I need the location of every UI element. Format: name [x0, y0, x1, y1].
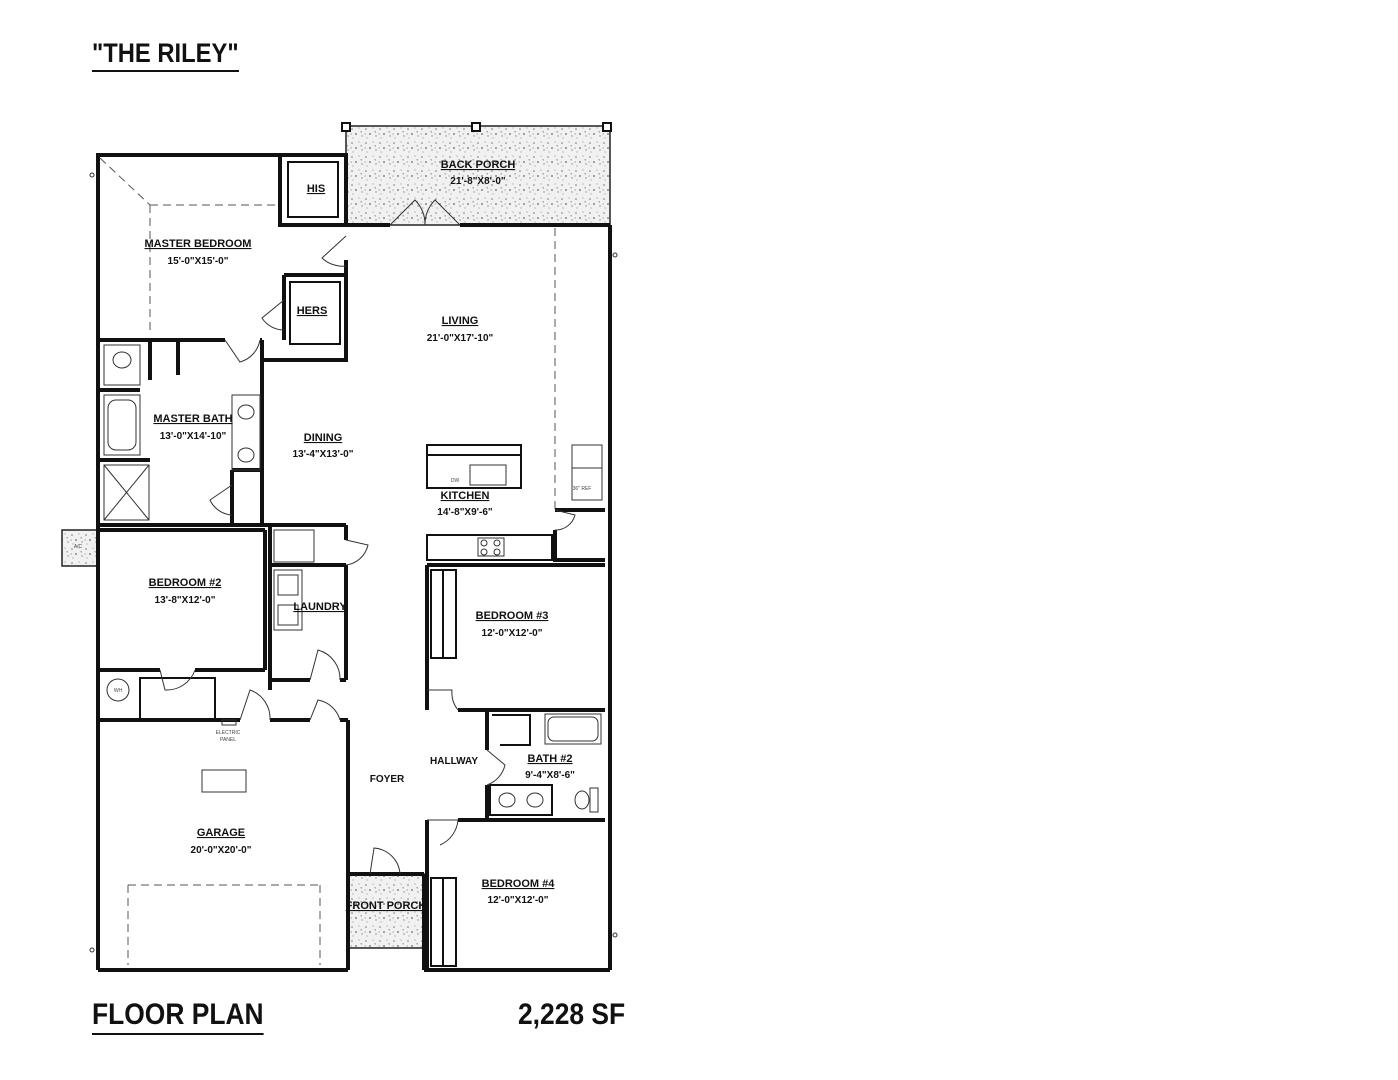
dining-dims: 13'-4"X13'-0" [293, 449, 354, 460]
laundry-label: LAUNDRY [293, 601, 347, 613]
his-closet-walls [278, 155, 346, 227]
bedroom3-walls [425, 563, 605, 712]
master-bath-dims: 13'-0"X14'-10" [160, 431, 227, 442]
exterior-markers [89, 172, 618, 953]
back-porch-label: BACK PORCH [441, 159, 516, 171]
garage-walls [98, 677, 350, 874]
kitchen-dims: 14'-8"X9'-6" [437, 507, 493, 518]
master-bedroom-label: MASTER BEDROOM [145, 238, 252, 250]
bedroom2-laundry-walls [98, 528, 346, 690]
bedroom2-label: BEDROOM #2 [149, 577, 222, 589]
plan-title: "THE RILEY" [92, 38, 239, 72]
ceiling-lines [99, 157, 556, 965]
bath2-label: BATH #2 [527, 753, 572, 765]
bedroom3-dims: 12'-0"X12'-0" [482, 628, 543, 639]
porch-posts [341, 122, 612, 132]
hers-closet-label: HERS [297, 305, 328, 317]
kitchen-label: KITCHEN [441, 490, 490, 502]
master-bath-fixtures [103, 344, 261, 521]
water-heater-label: WH [114, 688, 123, 694]
master-bedroom-dims: 15'-0"X15'-0" [168, 256, 229, 267]
garage-label: GARAGE [197, 827, 245, 839]
master-walls [98, 338, 264, 527]
electric-panel-label-1: ELECTRIC [216, 730, 241, 736]
front-porch-label: FRONT PORCH [346, 900, 427, 912]
ac-label: A/C [74, 544, 83, 550]
bath2-dims: 9'-4"X8'-6" [525, 770, 575, 781]
kitchen-walls [262, 444, 605, 680]
hallway-label: HALLWAY [430, 756, 478, 767]
master-bath-label: MASTER BATH [153, 413, 232, 425]
bedroom4-walls [425, 818, 605, 970]
garage-dims: 20'-0"X20'-0" [191, 845, 252, 856]
bedroom4-label: BEDROOM #4 [482, 878, 556, 890]
living-dims: 21'-0"X17'-10" [427, 333, 494, 344]
floor-plan-heading: FLOOR PLAN [92, 998, 264, 1035]
his-closet-label: HIS [307, 183, 325, 195]
bedroom3-label: BEDROOM #3 [476, 610, 549, 622]
electric-panel-label-2: PANEL [220, 737, 236, 743]
foyer-label: FOYER [370, 774, 405, 785]
square-footage: 2,228 SF [518, 998, 626, 1031]
refrigerator-label: 36" REF [573, 486, 592, 492]
dining-label: DINING [304, 432, 343, 444]
bedroom2-dims: 13'-8"X12'-0" [155, 595, 216, 606]
dishwasher-label: DW [451, 478, 460, 484]
back-porch-dims: 21'-8"X8'-0" [450, 176, 506, 187]
living-label: LIVING [442, 315, 479, 327]
bedroom4-dims: 12'-0"X12'-0" [488, 895, 549, 906]
exterior-walls [96, 153, 612, 972]
hers-closet-walls [262, 260, 348, 362]
doors [159, 199, 576, 875]
